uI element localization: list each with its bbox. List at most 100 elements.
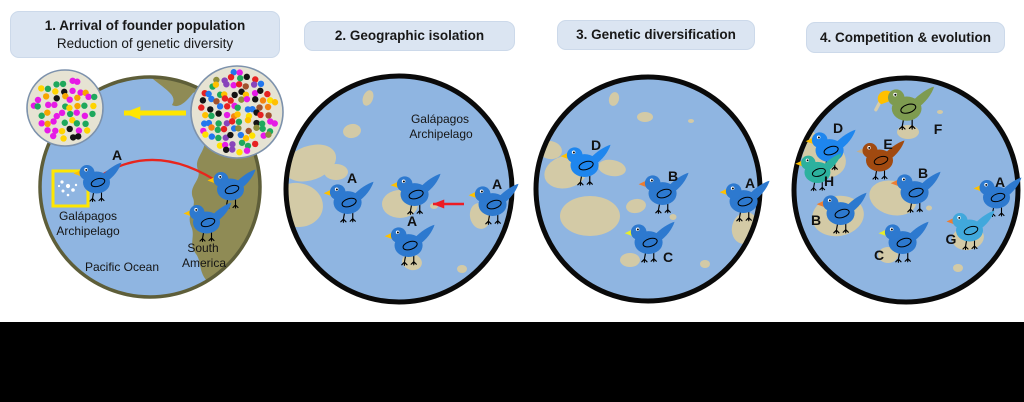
allele-dot <box>73 120 81 127</box>
allele-dot <box>208 112 215 120</box>
allele-dot <box>220 125 228 133</box>
island <box>953 264 963 272</box>
panel-4-header: 4. Competition & evolution <box>806 22 1005 53</box>
allele-dot <box>259 97 267 104</box>
allele-dot <box>62 92 69 100</box>
allele-dot <box>75 127 83 134</box>
allele-dot <box>58 109 66 117</box>
allele-dot <box>231 91 238 99</box>
species-label-A: A <box>347 170 357 186</box>
allele-dot <box>222 134 229 141</box>
island <box>669 214 677 220</box>
species-bird-H <box>795 153 842 192</box>
allele-dot <box>243 95 251 103</box>
allele-dot <box>244 116 252 124</box>
island <box>626 198 646 214</box>
island-speck <box>57 184 61 188</box>
allele-dot <box>34 96 42 104</box>
island <box>598 159 626 177</box>
isolated-bird-A4 <box>468 183 519 225</box>
allele-dot <box>230 69 237 76</box>
allele-dot <box>201 120 208 127</box>
allele-dot <box>215 120 222 127</box>
allele-dot <box>85 93 92 101</box>
island-speck <box>71 188 75 192</box>
island <box>926 205 932 211</box>
species-bird-C <box>878 221 929 263</box>
allele-dot <box>53 112 60 120</box>
allele-dot <box>257 111 264 119</box>
island-speck <box>65 183 71 189</box>
island <box>362 90 374 106</box>
species-label-G: G <box>946 231 957 247</box>
allele-dot <box>50 118 57 125</box>
allele-dot <box>227 131 234 139</box>
allele-dot <box>202 131 209 138</box>
species-label-A: A <box>112 147 122 163</box>
diversified-bird-C <box>624 221 675 263</box>
island-speck <box>60 180 64 184</box>
allele-dot <box>243 147 251 154</box>
allele-dot <box>221 141 229 149</box>
allele-dot <box>81 112 89 120</box>
species-label-H: H <box>824 173 834 189</box>
panel-1-subtitle: Reduction of genetic diversity <box>56 35 234 51</box>
source-population-magnifier <box>190 65 284 159</box>
species-label-A: A <box>995 174 1005 190</box>
species-label-B: B <box>918 165 928 181</box>
allele-dot <box>259 125 266 132</box>
species-label-C: C <box>874 247 884 263</box>
allele-dot <box>253 124 260 131</box>
allele-dot <box>266 97 274 104</box>
panel-1-header: 1. Arrival of founder population Reducti… <box>10 11 280 58</box>
place-label: Pacific Ocean <box>85 260 159 274</box>
founder-population-magnifier <box>26 69 104 147</box>
allele-dot <box>75 133 82 140</box>
allele-dot <box>223 81 230 88</box>
species-label-E: E <box>883 136 892 152</box>
allele-dot <box>59 80 67 88</box>
allele-dot <box>264 90 271 98</box>
place-label: Galápagos <box>411 112 469 126</box>
island <box>560 196 620 236</box>
species-label-A: A <box>407 213 417 229</box>
allele-dot <box>242 135 250 142</box>
allele-dot <box>235 81 243 88</box>
allele-dot <box>207 106 214 113</box>
place-label: South <box>187 241 218 255</box>
island <box>402 253 422 271</box>
allele-dot <box>221 95 229 102</box>
island <box>620 253 640 267</box>
allele-dot <box>214 126 221 134</box>
allele-dot <box>230 82 237 89</box>
island <box>343 123 361 139</box>
place-label: Archipelago <box>409 127 473 141</box>
allele-dot <box>216 142 224 149</box>
diversified-bird-D <box>560 144 611 186</box>
allele-dot <box>89 110 96 118</box>
species-label-D: D <box>591 137 601 153</box>
place-label: Galápagos <box>59 209 117 223</box>
allele-dot <box>199 97 207 104</box>
panel-4-title: 4. Competition & evolution <box>820 29 991 45</box>
allele-dot <box>256 104 263 111</box>
island <box>287 182 323 228</box>
species-label-C: C <box>663 249 673 265</box>
allele-dot <box>271 120 278 127</box>
allele-dot <box>238 139 246 146</box>
allele-dot <box>42 93 50 100</box>
allele-dot <box>264 103 272 111</box>
founder-bird-A <box>73 162 122 203</box>
place-label: Archipelago <box>56 224 120 238</box>
species-label-F: F <box>934 121 943 137</box>
allele-dot <box>252 76 259 83</box>
panel-1-title: 1. Arrival of founder population <box>44 17 246 33</box>
island <box>700 260 710 268</box>
allele-dot <box>236 149 243 156</box>
allele-dot <box>234 111 241 118</box>
allele-dot <box>212 81 220 88</box>
panel-3-header: 3. Genetic diversification <box>557 20 755 50</box>
island <box>937 110 943 114</box>
